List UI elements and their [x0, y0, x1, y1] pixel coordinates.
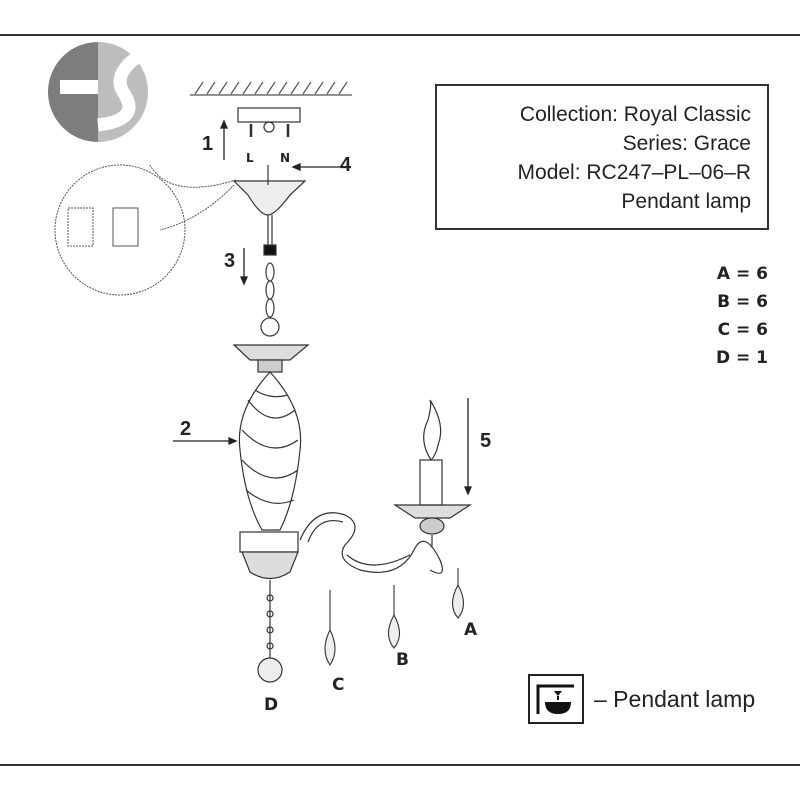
canopy [232, 165, 307, 256]
part-a-label: A [464, 620, 478, 640]
collection: Collection: Royal Classic [519, 103, 751, 126]
bottom-rule [0, 764, 800, 766]
chain [260, 262, 280, 337]
count-d: D = 1 [715, 348, 768, 368]
step-1-label: 1 [202, 133, 214, 155]
count-b: B = 6 [717, 292, 768, 312]
series: Series: Grace [622, 132, 751, 155]
parts-count-list: A = 6 B = 6 C = 6 D = 1 [716, 260, 768, 372]
top-rule [0, 34, 800, 36]
step-5-label: 5 [480, 430, 492, 452]
part-c-label: C [332, 675, 345, 695]
step-4-label: 4 [340, 154, 352, 176]
step-2-label: 2 [180, 418, 192, 440]
step-3-label: 3 [224, 250, 236, 272]
legend: – Pendant lamp [528, 674, 755, 724]
count-c: C = 6 [717, 320, 768, 340]
ceiling [190, 81, 352, 96]
lamp-body [232, 344, 310, 683]
crystal-drops [324, 568, 465, 666]
product-type: Pendant lamp [621, 190, 751, 213]
model: Model: RC247–PL–06–R [517, 161, 751, 184]
logo [48, 42, 148, 142]
legend-text: – Pendant lamp [594, 685, 756, 712]
lamp-arm [299, 399, 473, 574]
live-wire-label: L [246, 151, 254, 165]
product-info-box: Collection: Royal Classic Series: Grace … [435, 84, 769, 230]
part-b-label: B [396, 650, 409, 670]
neutral-wire-label: N [280, 151, 291, 165]
pendant-lamp-icon [528, 674, 584, 724]
count-a: A = 6 [716, 264, 768, 284]
wiring-detail-callout [54, 164, 237, 296]
mounting-bracket [237, 107, 301, 137]
part-d-label: D [264, 695, 279, 715]
